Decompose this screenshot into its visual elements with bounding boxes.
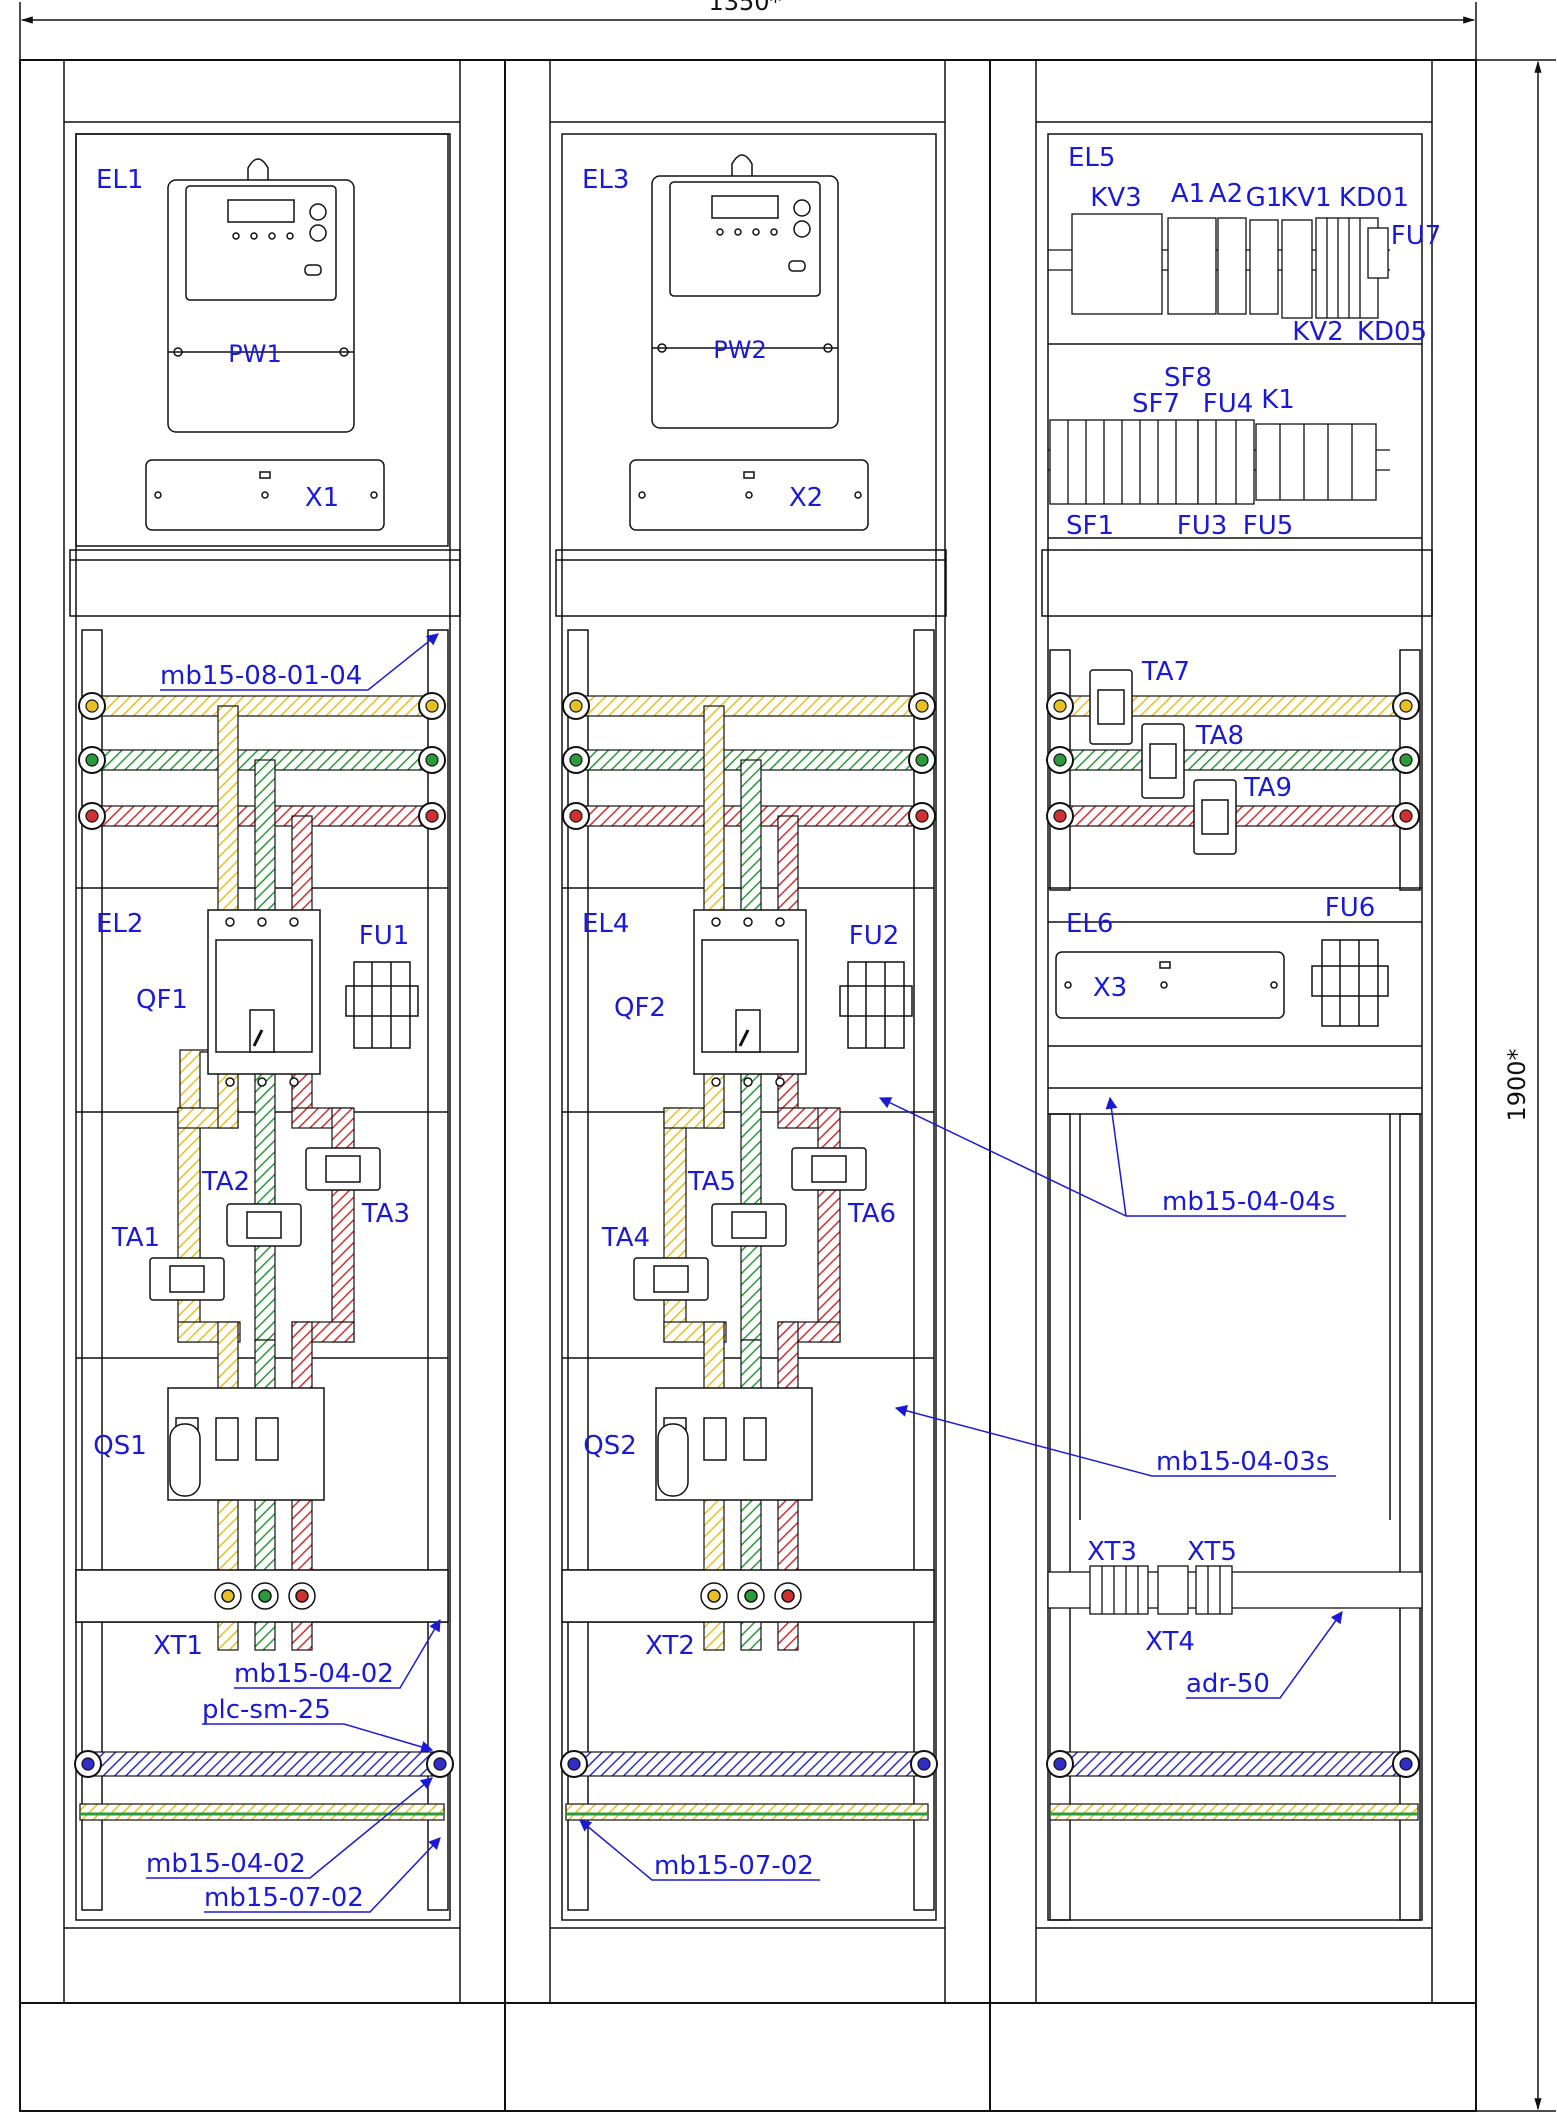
terminal-box-x1: X1 (145, 459, 385, 531)
ct-ta5-label: TA5 (687, 1167, 736, 1197)
terminals-xt4-label: XT4 (1145, 1627, 1195, 1657)
breaker-qf1: QF1 (136, 909, 321, 1087)
meter-pw1: PW1 (167, 158, 355, 433)
ct-ta3-label: TA3 (361, 1199, 410, 1229)
light-el2-label: EL2 (96, 909, 143, 939)
fuse-fu6-label: FU6 (1325, 893, 1376, 923)
fuse-fu2-label: FU2 (849, 921, 900, 951)
contactor-k1-label: K1 (1261, 385, 1295, 415)
relay-g1-label: G1 (1246, 183, 1283, 213)
ct-group-cabinet-1: TA1 TA2 TA3 (111, 1147, 410, 1301)
terminals-xt2-label: XT2 (645, 1631, 695, 1661)
relay-a2-label: A2 (1209, 179, 1243, 209)
enclosure-frame (19, 59, 1477, 2112)
ct-ta2-label: TA2 (201, 1167, 250, 1197)
switch-qs1: QS1 (93, 1387, 325, 1501)
relay-kd05-label: KD05 (1357, 317, 1427, 347)
callout-mb15-04-02-b: mb15-04-02 (146, 1849, 306, 1879)
busbars-cabinet-1 (78, 692, 446, 1651)
meter-pw2: PW2 (651, 154, 839, 429)
ct-ta1-label: TA1 (111, 1223, 160, 1253)
breaker-sf1-label: SF1 (1066, 511, 1114, 541)
callout-mb15-07-02-b: mb15-07-02 (654, 1851, 814, 1881)
breaker-qf2: QF2 (614, 909, 807, 1087)
fuse-fu2: FU2 (839, 921, 913, 1049)
meter-pw1-label: PW1 (228, 340, 281, 368)
ct-ta7-label: TA7 (1141, 657, 1190, 687)
light-el5-label: EL5 (1068, 143, 1115, 173)
callout-mb15-04-04s: mb15-04-04s (1162, 1187, 1335, 1217)
terminal-box-x3-label: X3 (1093, 973, 1127, 1003)
terminals-xt3-label: XT3 (1087, 1537, 1137, 1567)
switch-qs2-label: QS2 (583, 1431, 637, 1461)
light-el6-label: EL6 (1066, 909, 1113, 939)
ct-ta4-label: TA4 (601, 1223, 650, 1253)
light-el1-label: EL1 (96, 165, 143, 195)
callout-plc-sm-25: plc-sm-25 (202, 1695, 331, 1725)
n-pe-bars-cabinet-3 (1046, 1750, 1420, 1821)
relay-kv1-label: KV1 (1280, 183, 1331, 213)
terminal-box-x1-label: X1 (305, 483, 339, 513)
n-pe-bars-cabinet-1 (74, 1750, 454, 1821)
breaker-row-labels: SF8 SF7 FU4 K1 SF1 FU3 FU5 (1066, 363, 1295, 541)
terminal-box-x2-label: X2 (789, 483, 823, 513)
terminal-rail-xt3-xt5: XT3 XT5 XT4 (1047, 1537, 1423, 1657)
fuse-fu5-label: FU5 (1243, 511, 1294, 541)
fuse-fu1: FU1 (345, 921, 419, 1049)
terminal-rail-xt2: XT2 (561, 1569, 935, 1661)
switch-qs1-label: QS1 (93, 1431, 147, 1461)
light-el4-label: EL4 (582, 909, 629, 939)
breaker-sf7-label: SF7 (1132, 389, 1180, 419)
relay-row (1048, 213, 1390, 319)
switch-qs2: QS2 (583, 1387, 813, 1501)
ct-ta6-label: TA6 (847, 1199, 896, 1229)
breaker-qf1-label: QF1 (136, 985, 188, 1015)
height-dimension-label: 1900* (1503, 1048, 1531, 1121)
n-pe-bars-cabinet-2 (560, 1750, 938, 1821)
terminal-rail-xt1: XT1 (75, 1569, 449, 1661)
terminals-xt5-label: XT5 (1187, 1537, 1237, 1567)
fuse-fu6: FU6 (1311, 893, 1389, 1027)
relay-kv3-label: KV3 (1090, 183, 1141, 213)
callout-adr-50: adr-50 (1186, 1669, 1270, 1699)
ct-group-cabinet-2: TA4 TA5 TA6 (601, 1147, 896, 1301)
relay-kv2-label: KV2 (1292, 317, 1343, 347)
fuse-fu3-label: FU3 (1177, 511, 1228, 541)
fuse-fu1-label: FU1 (359, 921, 410, 951)
breaker-sf8-label: SF8 (1164, 363, 1212, 393)
height-dimension: 1900* (1476, 59, 1556, 2112)
width-dimension-label: 1350* (708, 0, 781, 16)
callout-mb15-04-03s: mb15-04-03s (1156, 1447, 1329, 1477)
cabinet-3 (1035, 60, 1433, 2003)
terminal-box-x3: X3 (1055, 951, 1285, 1019)
fuse-fu7-label: FU7 (1391, 221, 1442, 251)
light-el3-label: EL3 (582, 165, 629, 195)
callout-mb15-07-02-a: mb15-07-02 (204, 1883, 364, 1913)
relay-row-labels: KV3 A1 A2 G1 KV1 KD01 FU7 KV2 KD05 (1090, 179, 1441, 347)
breaker-qf2-label: QF2 (614, 993, 666, 1023)
ct-ta8-label: TA8 (1195, 721, 1244, 751)
terminal-box-x2: X2 (629, 459, 869, 531)
callout-leaders (146, 633, 1346, 1913)
relay-a1-label: A1 (1171, 179, 1205, 209)
callout-labels: mb15-08-01-04 mb15-04-04s mb15-04-03s mb… (146, 661, 1335, 1913)
width-dimension: 1350* (19, 0, 1477, 60)
breaker-row (1048, 419, 1390, 505)
fuse-fu4-label: FU4 (1203, 389, 1254, 419)
ct-group-cabinet-3: TA7 TA8 TA9 (1089, 657, 1292, 855)
meter-pw2-label: PW2 (713, 336, 766, 364)
terminals-xt1-label: XT1 (153, 1631, 203, 1661)
callout-mb15-08-01-04: mb15-08-01-04 (160, 661, 362, 691)
ct-ta9-label: TA9 (1243, 773, 1292, 803)
callout-mb15-04-02-a: mb15-04-02 (234, 1659, 394, 1689)
busbars-cabinet-2 (562, 692, 936, 1651)
relay-kd01-label: KD01 (1339, 183, 1409, 213)
